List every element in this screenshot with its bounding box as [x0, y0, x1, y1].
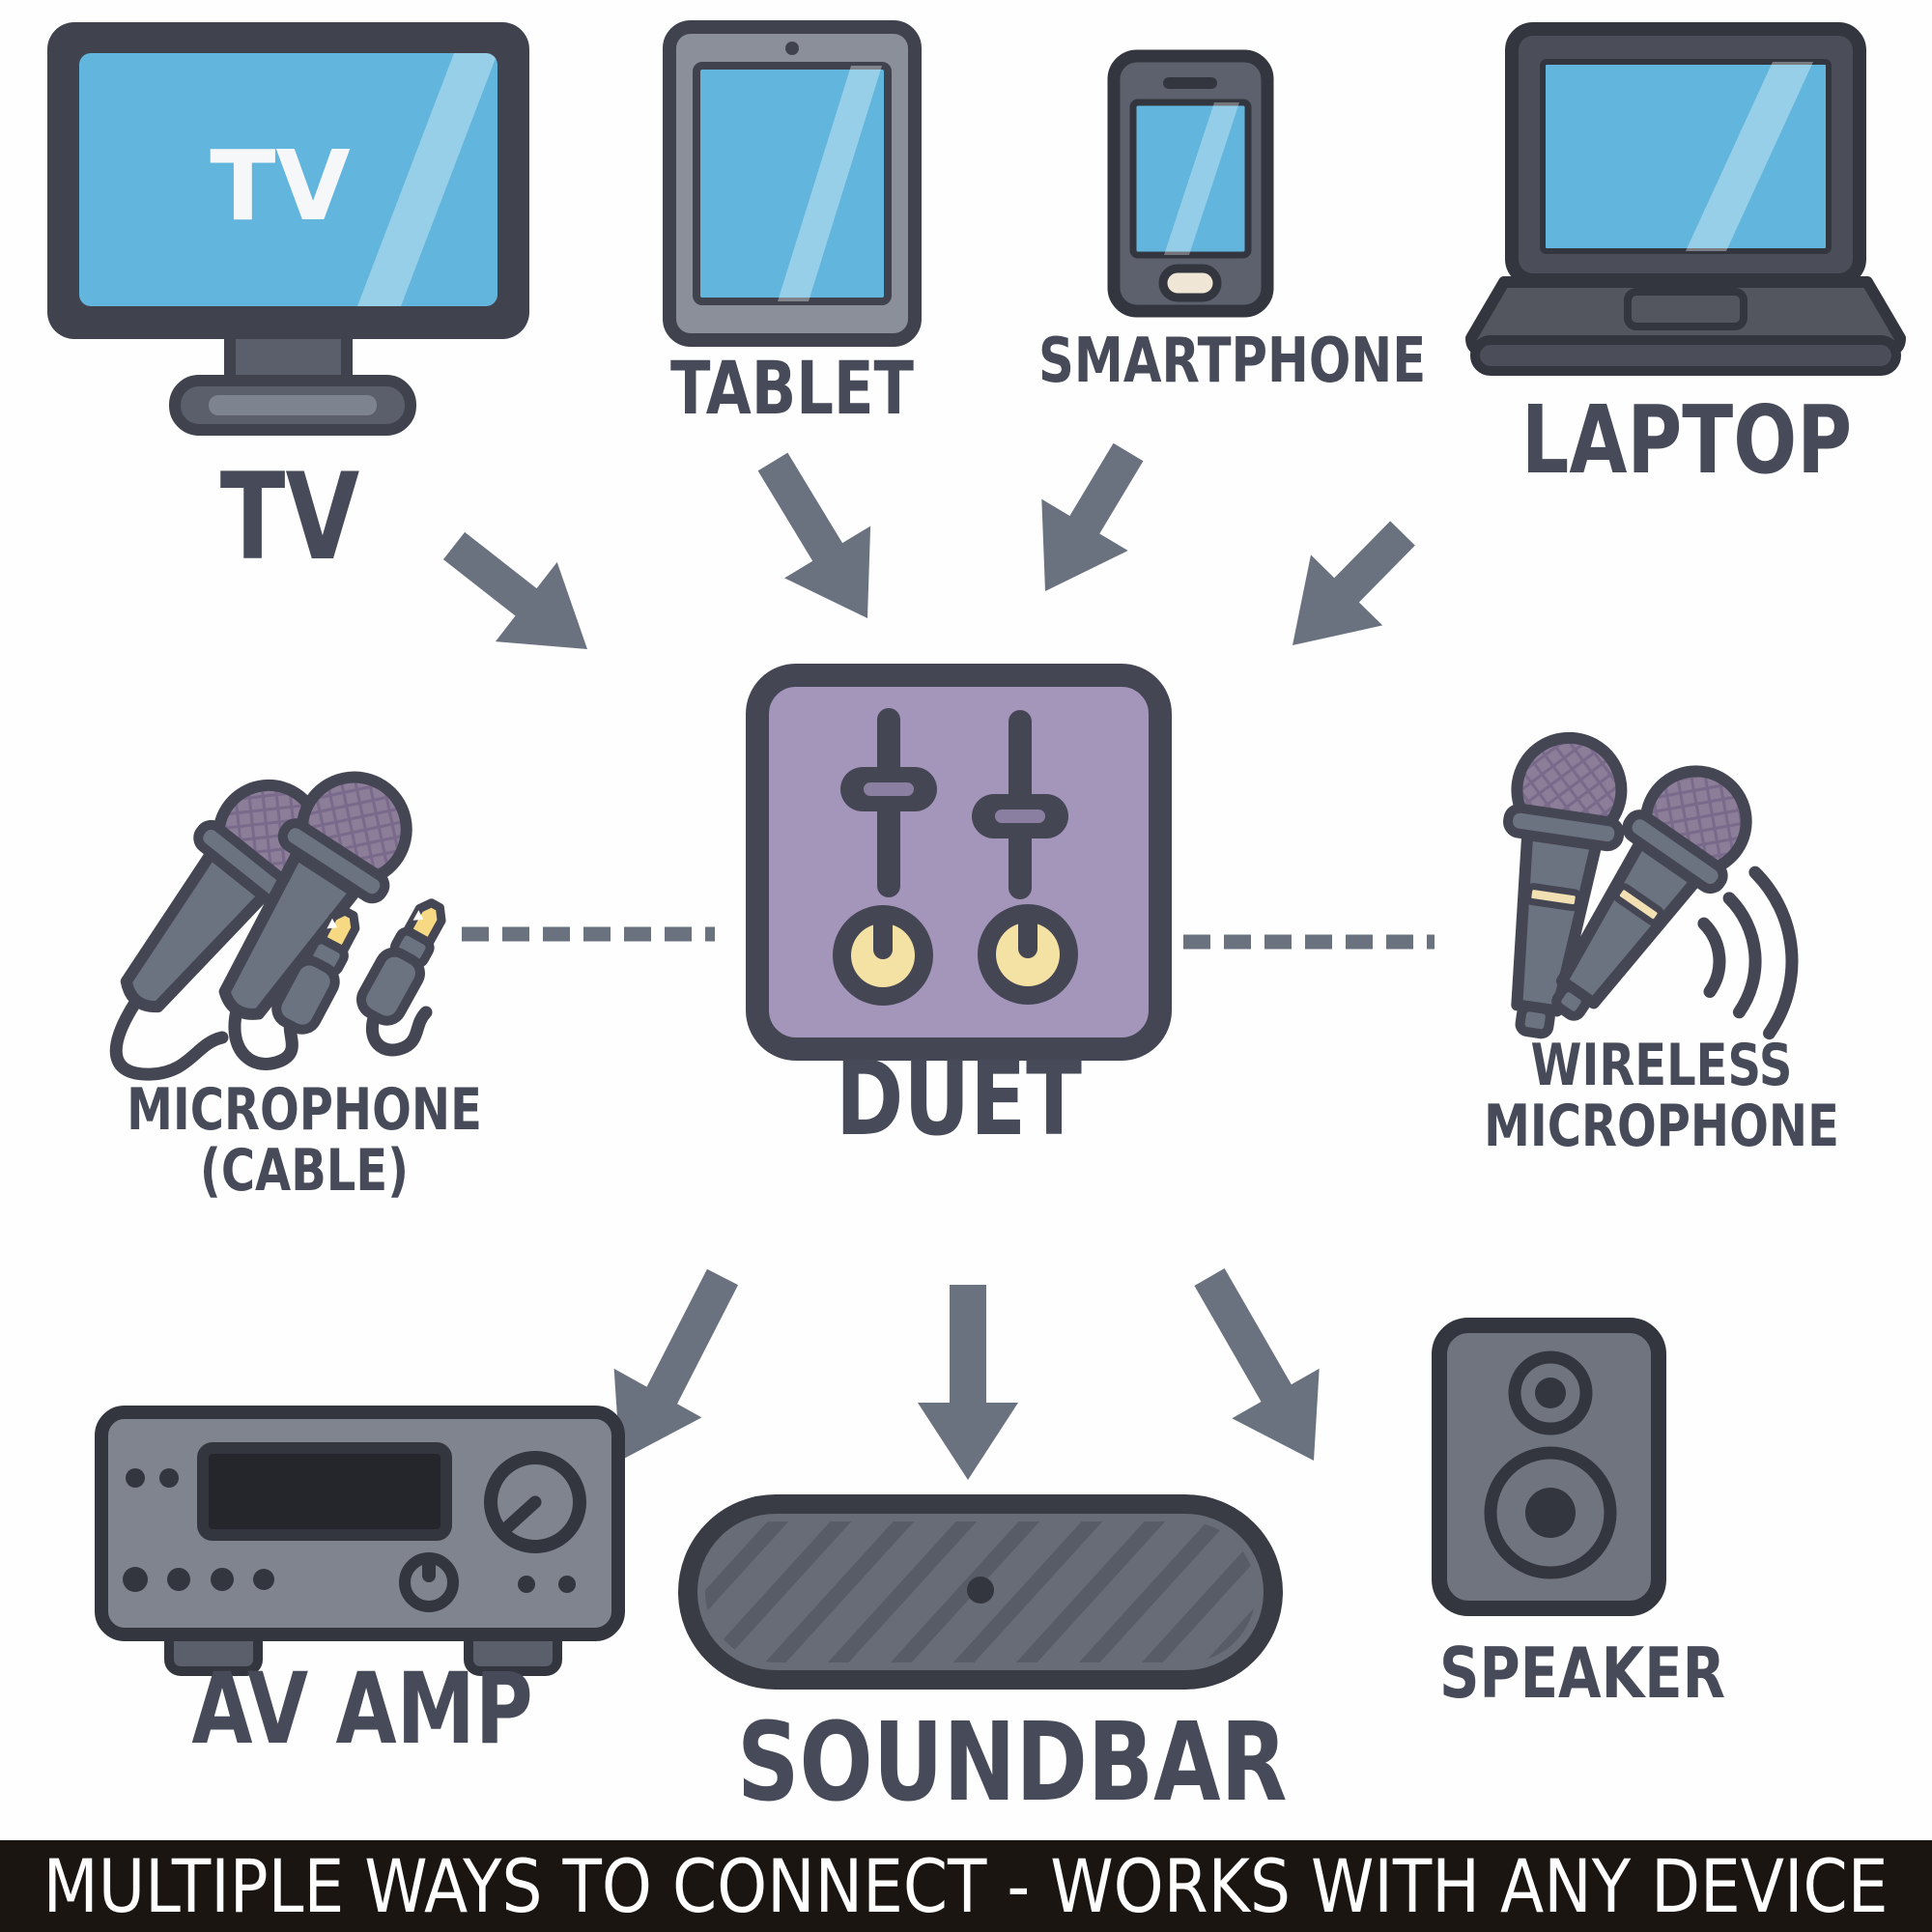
jack-plug-left — [271, 906, 360, 1035]
tablet-label: TABLET — [670, 345, 914, 431]
duet-mixer-icon — [746, 664, 1172, 1061]
av-amp-label: AV AMP — [191, 1652, 533, 1767]
soundbar-label: SOUNDBAR — [737, 1700, 1288, 1826]
speaker-icon — [1432, 1318, 1666, 1616]
laptop-icon — [1465, 22, 1906, 376]
wireless-microphone-label: WIRELESS MICROPHONE — [1484, 1032, 1839, 1160]
wired-microphone-front — [218, 771, 412, 1020]
amp-volume-knob — [484, 1451, 586, 1553]
microphone-cables — [109, 996, 433, 1081]
tablet-icon — [663, 20, 922, 347]
duet-label: DUET — [835, 1039, 1083, 1158]
banner-text: MULTIPLE WAYS TO CONNECT - WORKS WITH AN… — [43, 1843, 1889, 1929]
soundbar-icon — [678, 1494, 1283, 1690]
arrow-tv-to-duet — [442, 531, 587, 649]
arrow-duet-to-soundbar — [918, 1285, 1018, 1480]
duet-knob-left — [833, 905, 933, 1006]
microphone-cable-label: MICROPHONE (CABLE) — [127, 1076, 482, 1205]
jack-plug-right — [356, 898, 446, 1026]
arrow-tablet-to-duet — [757, 452, 871, 618]
wireless-microphone-right — [1551, 765, 1752, 1021]
arrow-duet-to-speaker — [1194, 1268, 1320, 1461]
arrow-smartphone-to-duet — [1041, 442, 1144, 591]
wireless-signal-waves-icon — [1697, 866, 1799, 1040]
tv-label: TV — [219, 448, 360, 587]
duet-knob-right — [978, 904, 1078, 1005]
arrow-duet-to-avamp — [613, 1268, 739, 1461]
av-receiver-icon — [95, 1406, 625, 1676]
amp-power-knob — [399, 1552, 459, 1612]
smartphone-icon — [1107, 49, 1274, 318]
tv-screen-text: TV — [210, 129, 351, 242]
speaker-label: SPEAKER — [1439, 1633, 1725, 1714]
arrow-laptop-to-duet — [1293, 521, 1415, 645]
duet-slider-left — [840, 708, 937, 897]
bottom-banner: MULTIPLE WAYS TO CONNECT - WORKS WITH AN… — [0, 1840, 1932, 1932]
smartphone-label: SMARTPHONE — [1038, 326, 1427, 397]
tv-icon: TV — [47, 22, 529, 436]
duet-slider-right — [972, 710, 1068, 899]
wireless-microphones-icon — [1503, 731, 1799, 1040]
wired-microphones-icon — [109, 771, 446, 1081]
laptop-label: LAPTOP — [1520, 385, 1853, 495]
wireless-microphone-left — [1503, 731, 1628, 1039]
